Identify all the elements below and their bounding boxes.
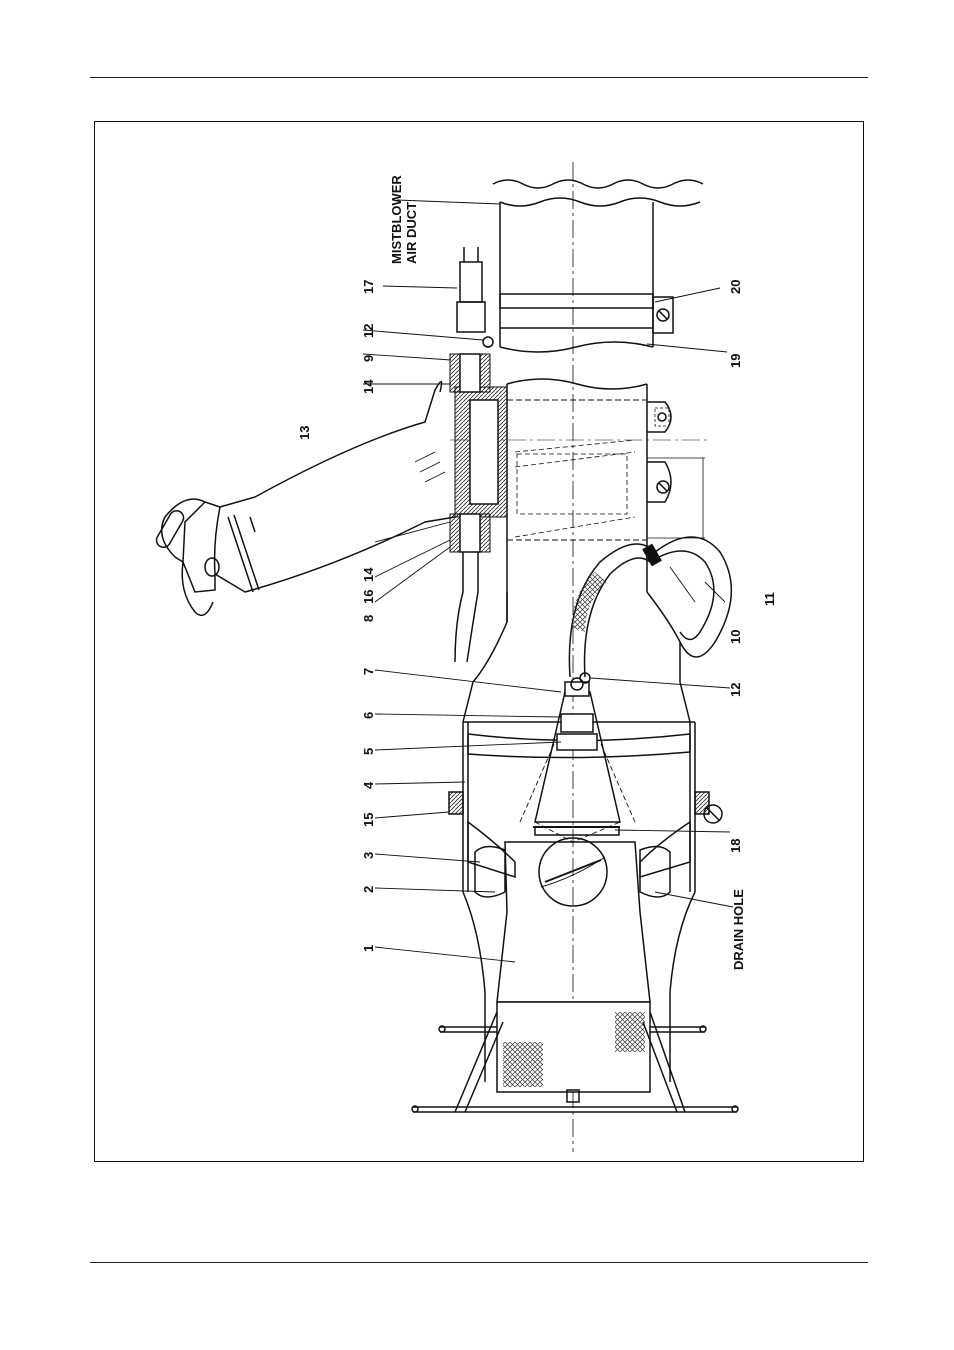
label-13: 13 [297, 426, 312, 440]
air-duct-corrugation [493, 180, 703, 188]
footer-rule [90, 1262, 868, 1263]
label-14-bottom: 14 [361, 567, 376, 582]
label-3: 3 [361, 852, 376, 859]
duct-clamp-ring-20 [500, 294, 653, 308]
label-1: 1 [361, 945, 376, 952]
label-drain-hole: DRAIN HOLE [731, 889, 746, 970]
label-4: 4 [361, 781, 376, 789]
label-16: 16 [361, 590, 376, 604]
label-20: 20 [728, 280, 743, 294]
label-air-duct: AIR DUCT [404, 202, 419, 264]
label-8: 8 [361, 615, 376, 622]
label-14-top: 14 [361, 379, 376, 394]
mistblower-assembly-diagram: MISTBLOWER AIR DUCT 17 12 9 14 13 14 16 … [95, 122, 865, 1163]
label-5: 5 [361, 748, 376, 755]
label-15: 15 [361, 813, 376, 827]
label-18: 18 [728, 839, 743, 853]
label-10: 10 [728, 630, 743, 644]
label-19: 19 [728, 354, 743, 368]
handle-grip-13 [215, 381, 455, 592]
label-11: 11 [762, 592, 777, 606]
header-rule [90, 77, 868, 78]
label-12-bottom: 12 [728, 683, 743, 697]
label-6: 6 [361, 712, 376, 719]
label-7: 7 [361, 668, 376, 675]
label-12-top: 12 [361, 324, 376, 338]
label-9: 9 [361, 355, 376, 362]
label-2: 2 [361, 886, 376, 893]
label-mistblower: MISTBLOWER [389, 175, 404, 264]
assembly-diagram-frame: MISTBLOWER AIR DUCT 17 12 9 14 13 14 16 … [94, 121, 864, 1162]
label-17: 17 [361, 280, 376, 294]
motor-body-1 [497, 842, 650, 1002]
